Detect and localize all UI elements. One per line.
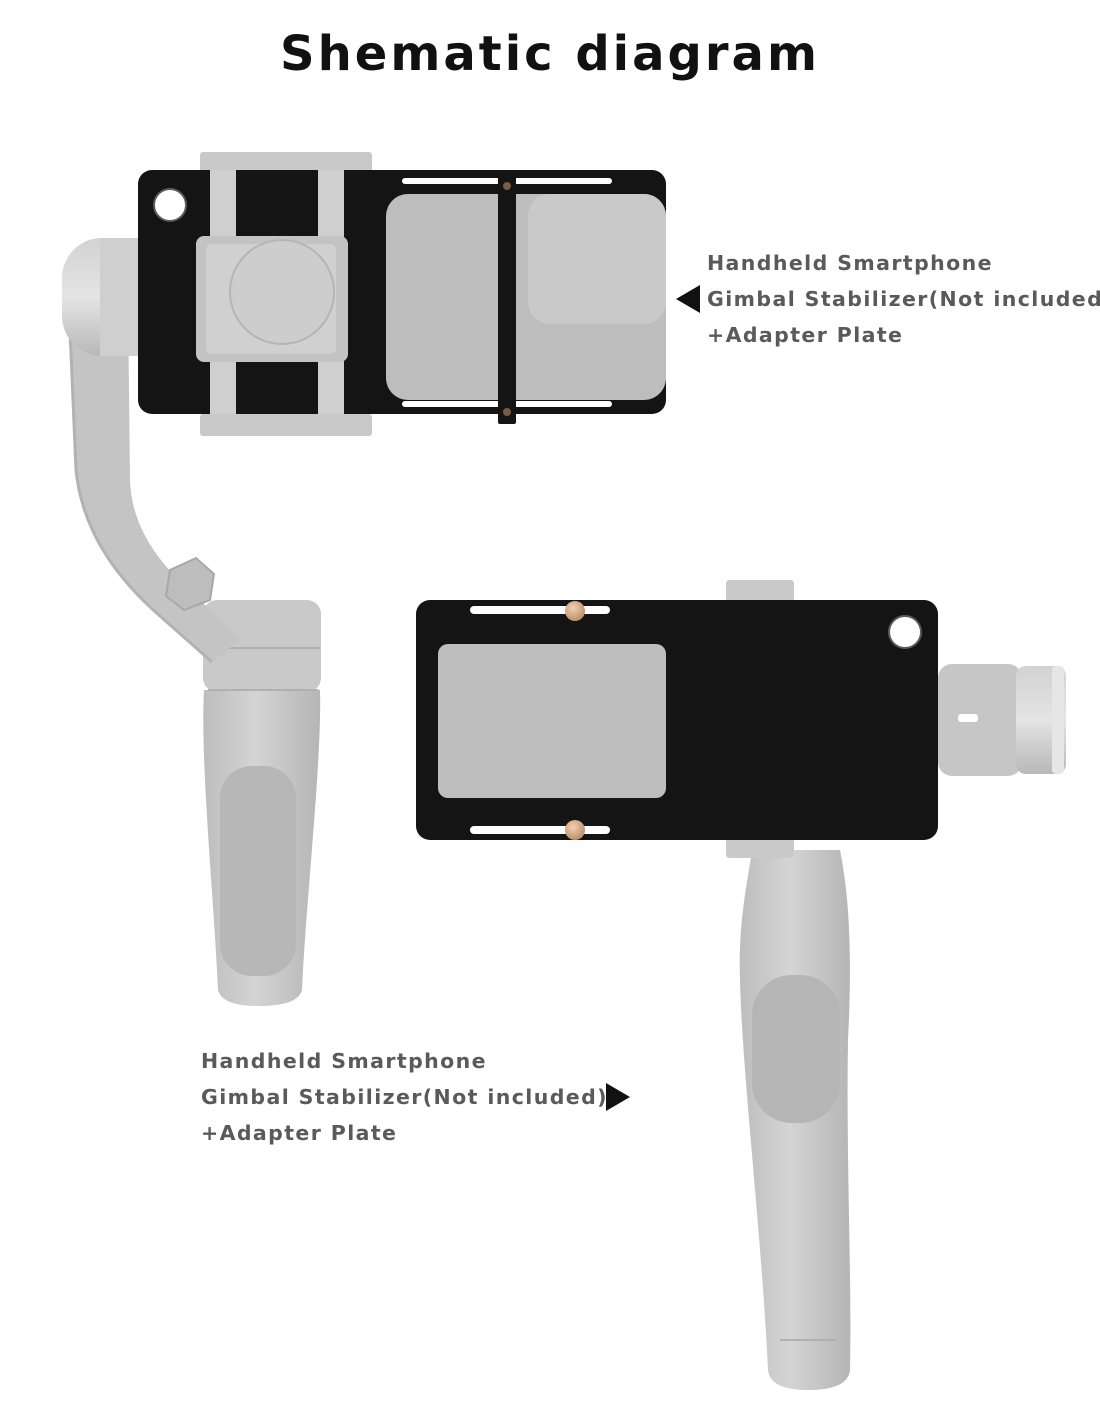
roll-motor-right: [938, 664, 1022, 776]
camera-strap: [498, 174, 516, 424]
caption-bottom: Handheld Smartphone Gimbal Stabilizer(No…: [201, 1043, 608, 1151]
gimbal-arm: [70, 300, 240, 662]
phone-clamp-bottom: [200, 414, 372, 436]
caption-line: Gimbal Stabilizer(Not included): [707, 287, 1100, 311]
grip-pad: [752, 975, 840, 1123]
phone-clamp-top: [200, 152, 372, 174]
hex-knob: [164, 556, 216, 612]
caption-top: Handheld Smartphone Gimbal Stabilizer(No…: [707, 245, 1100, 353]
gimbal-handle-left: [203, 600, 321, 1006]
page-title: Shematic diagram: [280, 26, 820, 82]
mounting-hole: [153, 188, 187, 222]
gimbal-handle-right: [739, 850, 851, 1390]
caption-line: +Adapter Plate: [707, 323, 904, 347]
grip-pad: [220, 766, 296, 976]
thumb-screw: [565, 601, 585, 621]
thumb-screw: [565, 820, 585, 840]
mounting-hole: [888, 615, 922, 649]
adapter-plate-bottom: [416, 580, 938, 858]
caption-line: Handheld Smartphone: [201, 1049, 487, 1073]
adapter-plate-top: [138, 152, 666, 436]
arrow-left-icon: [676, 285, 700, 313]
caption-line: +Adapter Plate: [201, 1121, 398, 1145]
camera-mount-area: [438, 644, 666, 798]
clamp-tab-top: [726, 580, 794, 606]
caption-line: Handheld Smartphone: [707, 251, 993, 275]
caption-line: Gimbal Stabilizer(Not included): [201, 1085, 608, 1109]
tilt-motor: [229, 239, 335, 345]
gimbal-horizontal-assembly: [739, 664, 1066, 1390]
arrow-right-icon: [606, 1083, 630, 1111]
